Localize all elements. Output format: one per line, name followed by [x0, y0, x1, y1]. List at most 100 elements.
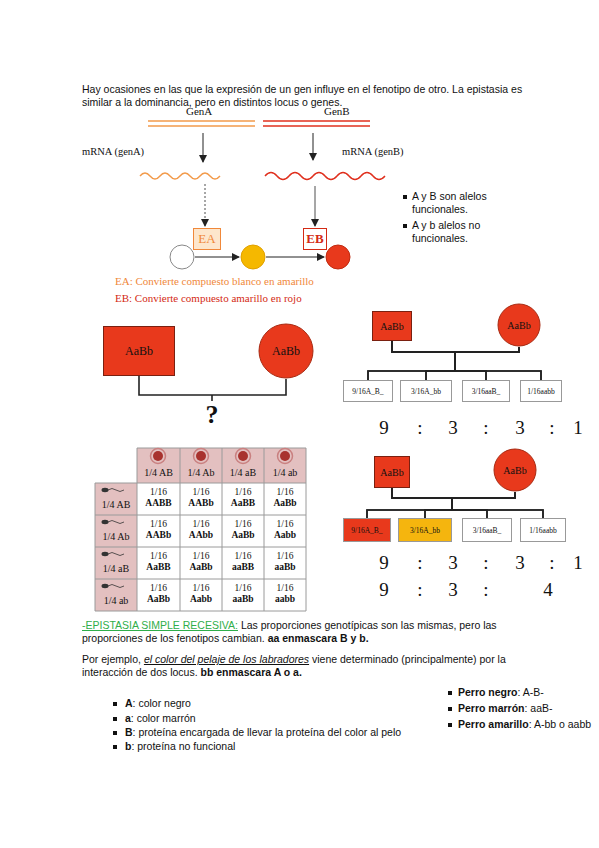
- grid-line: [264, 448, 265, 611]
- ratio-number: :: [483, 580, 488, 600]
- node-text: 3/16aaB_: [473, 526, 502, 535]
- node-text: AaBb: [272, 344, 300, 359]
- yellow-compound: [241, 245, 265, 269]
- enzyme-box: EA: [193, 228, 221, 250]
- genotype: aaBb: [232, 594, 253, 605]
- ratio-number: 9: [379, 418, 389, 438]
- genotype: aabb: [275, 594, 295, 605]
- grid-line: [95, 579, 306, 580]
- bullet-line: A: color negro: [125, 697, 191, 710]
- node-text: 9/16A_B_: [351, 526, 382, 535]
- bullet-line: Perro amarillo: A-bb o aabb: [458, 718, 591, 731]
- emphasis-text: bb enmascara A o a.: [201, 666, 302, 678]
- ratio-number: :: [549, 418, 554, 438]
- connector: [367, 492, 515, 518]
- offspring-box: 3/16aaB_: [462, 518, 512, 542]
- reaction-arrow: [195, 257, 239, 258]
- offspring-box: 3/16A_bb: [400, 380, 452, 402]
- bullet-mark: [403, 224, 407, 228]
- sperm-icon: [102, 520, 109, 524]
- emphasis-text: aa enmascara B y b.: [268, 632, 369, 644]
- ratio-number: 9: [379, 553, 389, 573]
- node-text: 3/16A_bb: [410, 526, 440, 535]
- mrna-wave: [265, 173, 385, 180]
- red-compound: [326, 245, 350, 269]
- bullet-mark: [448, 691, 452, 695]
- enzyme-note: EB: Convierte compuesto amarillo en rojo: [115, 292, 302, 304]
- gamete-label: 1/4 AB: [144, 467, 173, 479]
- connector: [392, 341, 455, 380]
- offspring-box: 1/16aabb: [520, 380, 562, 402]
- transcription-arrow: [203, 133, 204, 162]
- probability: 1/16: [235, 519, 252, 530]
- bracket-stem: [211, 395, 213, 401]
- node-text: 1/16aabb: [529, 526, 557, 535]
- bullet-mark: [113, 702, 117, 706]
- genotype: AaBB: [146, 562, 170, 573]
- mrna-wave: [140, 173, 220, 179]
- bullet-text: : color negro: [133, 697, 191, 709]
- egg-icon: [151, 449, 166, 464]
- grid-line: [180, 448, 181, 611]
- gene-a-strand: [148, 125, 255, 127]
- egg-icon: [196, 451, 206, 461]
- parent-circle: AaBb: [493, 448, 537, 492]
- probability: 1/16: [193, 487, 210, 498]
- probability: 1/16: [235, 551, 252, 562]
- grid-line: [95, 611, 306, 612]
- ratio-number: 3: [515, 553, 525, 573]
- ratio-number: 3: [448, 580, 458, 600]
- grid-line: [137, 448, 138, 611]
- mrna-label: mRNA (genB): [342, 146, 404, 157]
- gamete-label: 1/4 ab: [273, 467, 298, 479]
- node-text: AaBb: [380, 321, 403, 332]
- translation-arrow: [315, 186, 316, 226]
- ratio-number: 3: [448, 553, 458, 573]
- gamete-label: 1/4 AB: [102, 499, 131, 511]
- enzyme-box: EB: [303, 228, 327, 250]
- probability: 1/16: [150, 487, 167, 498]
- connector: [392, 488, 487, 518]
- node-text: 3/16aaB_: [472, 387, 501, 396]
- gamete-label: 1/4 ab: [104, 595, 129, 607]
- body-text: Por ejemplo,: [82, 653, 141, 665]
- bullet-text: : proteína encargada de llevar la proteí…: [133, 726, 402, 738]
- section-heading: -EPISTASIA SIMPLE RECESIVA:: [82, 619, 238, 631]
- bullet-text: : A-bb o aabb: [529, 718, 591, 730]
- connector: [392, 341, 486, 380]
- bullet-text: : proteína no funcional: [131, 740, 235, 752]
- circle-shape: [498, 304, 540, 346]
- offspring-box: 3/16aaB_: [462, 380, 510, 402]
- bullet-key: Perro negro: [458, 686, 518, 698]
- bullet-text: : A-B-: [518, 686, 544, 698]
- sperm-icon: [108, 585, 124, 588]
- probability: 1/16: [193, 519, 210, 530]
- ratio-number: 3: [448, 418, 458, 438]
- ratio-number: 1: [573, 418, 583, 438]
- grid-line: [222, 448, 223, 611]
- node-text: 3/16A_bb: [411, 387, 441, 396]
- intro-text: Hay ocasiones en las que la expresión de…: [82, 83, 527, 109]
- enzyme-note: EA: Convierte compuesto blanco en amaril…: [115, 275, 314, 287]
- parent-square: AaBb: [103, 326, 175, 376]
- bullet-key: A: [125, 697, 133, 709]
- node-text: 9/16A_B_: [352, 387, 383, 396]
- bullet-key: Perro amarillo: [458, 718, 529, 730]
- genotype: AaBB: [231, 498, 255, 509]
- node-text: AaBb: [380, 467, 403, 478]
- bullet-line: b: proteína no funcional: [125, 740, 235, 753]
- probability: 1/16: [277, 551, 294, 562]
- table-grid: [95, 448, 306, 611]
- ratio-number: 4: [543, 580, 553, 600]
- probability: 1/16: [150, 519, 167, 530]
- offspring-box: 1/16aabb: [520, 518, 566, 542]
- bullet-text: : color marrón: [131, 712, 196, 724]
- sperm-icon: [108, 489, 124, 492]
- gamete-label: 1/4 Ab: [103, 531, 130, 543]
- bullet-mark: [403, 195, 407, 199]
- genotype: aaBB: [232, 562, 254, 573]
- sperm-icon: [108, 553, 124, 556]
- grid-line: [306, 448, 307, 611]
- egg-icon: [194, 449, 209, 464]
- genotype: AABb: [146, 530, 171, 541]
